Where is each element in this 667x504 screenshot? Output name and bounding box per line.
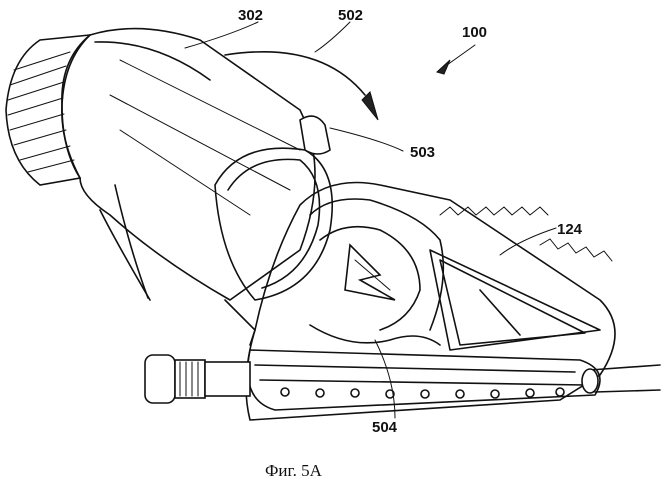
right-tube xyxy=(582,365,660,393)
label-502: 502 xyxy=(338,7,363,24)
bracket xyxy=(225,300,255,345)
figure-caption: Фиг. 5A xyxy=(265,461,323,480)
left-fitting xyxy=(145,355,250,403)
cylinder-body xyxy=(80,29,332,300)
label-302: 302 xyxy=(238,7,263,24)
arrow-100-head xyxy=(437,60,450,74)
knurled-end-cap xyxy=(6,35,90,185)
label-100: 100 xyxy=(462,24,487,41)
rotation-arrow xyxy=(115,52,378,298)
label-124: 124 xyxy=(557,221,583,238)
label-503: 503 xyxy=(410,144,435,161)
leader-lines xyxy=(185,22,556,418)
label-504: 504 xyxy=(372,419,398,436)
knob-503 xyxy=(300,116,330,154)
